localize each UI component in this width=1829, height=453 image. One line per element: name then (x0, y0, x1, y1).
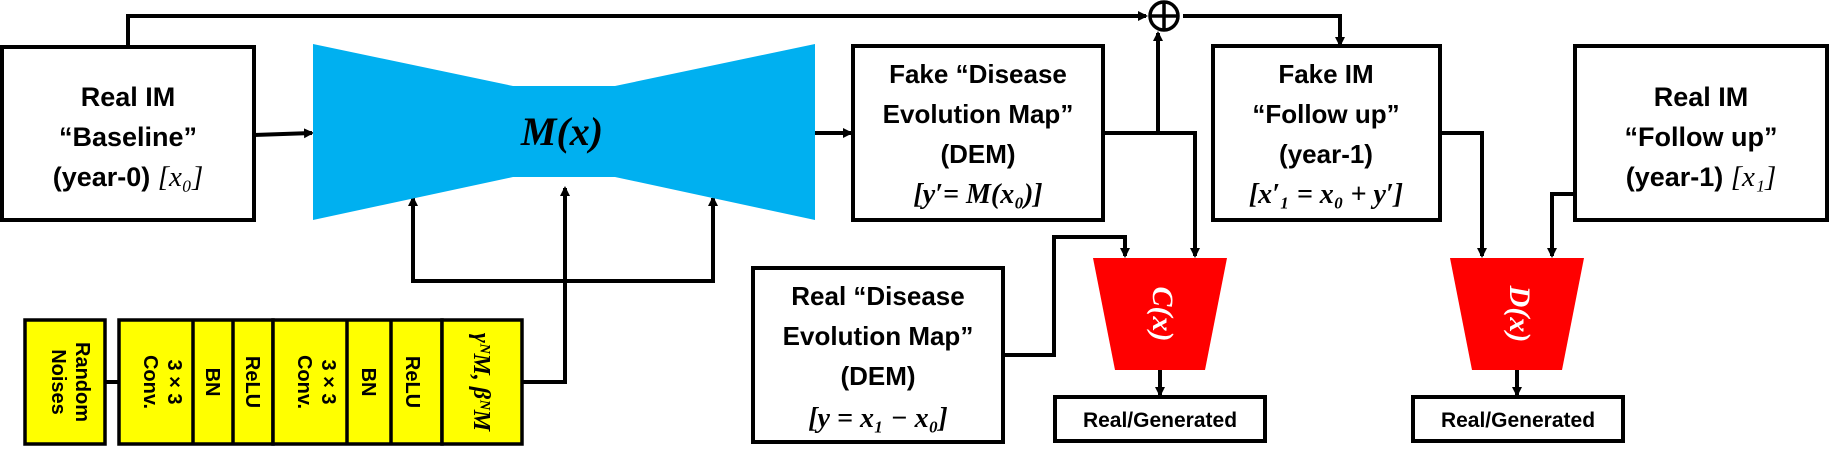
real-baseline-line2: “Baseline” (59, 122, 197, 152)
fake-dem-to-adder-wire (1103, 31, 1163, 135)
discriminator-c: C(x) (1093, 258, 1227, 370)
fake-dem-to-disc-c-wire (1158, 131, 1200, 258)
discriminator-d-label: D(x) (1503, 285, 1536, 343)
bn1-label: BN (201, 368, 223, 397)
conv2-line1: 3 × 3 (317, 359, 339, 404)
disc-c-output-box: Real/Generated (1053, 395, 1267, 443)
real-baseline-line3-math: [x₀] (158, 161, 204, 193)
fake-dem-line4: [y′= M(x₀)] (913, 179, 1042, 210)
fake-dem-box: Fake “Disease Evolution Map” (DEM) [y′= … (851, 44, 1105, 222)
fake-followup-box: Fake IM “Follow up” (year-1) [x′₁ = x₀ +… (1211, 44, 1442, 222)
conv1-line1: 3 × 3 (163, 359, 185, 404)
real-followup-line3: (year-1) [x₁] (1626, 161, 1777, 193)
generator-label: M(x) (520, 109, 603, 154)
random-noises-block: Random Noises (23, 318, 107, 446)
params-label: γᴺM, βᴺM (468, 333, 494, 433)
real-dem-line4: [y = x₁ − x₀] (808, 403, 948, 434)
params-to-generator-wire (522, 186, 570, 384)
real-followup-line1: Real IM (1654, 82, 1749, 112)
real-baseline-line1: Real IM (81, 82, 176, 112)
generator-hourglass (313, 44, 815, 220)
real-baseline-line3-text: (year-0) (53, 162, 158, 192)
fake-followup-to-disc-d-wire (1440, 131, 1487, 258)
disc-c-output-label: Real/Generated (1083, 409, 1237, 432)
adder-to-fake-followup-wire (1183, 14, 1345, 47)
relu1-label: ReLU (241, 356, 263, 408)
real-dem-line1: Real “Disease (791, 281, 964, 311)
random-noises-line2: Noises (47, 349, 69, 415)
disc-d-output-box: Real/Generated (1411, 395, 1625, 443)
real-dem-line3: (DEM) (840, 361, 915, 391)
generator-block: M(x) (313, 44, 815, 220)
fake-followup-line2: “Follow up” (1252, 99, 1399, 129)
params-to-encoder-wire (408, 196, 565, 283)
baseline-to-generator-wire (253, 128, 314, 139)
real-baseline-line3: (year-0) [x₀] (53, 161, 204, 193)
fake-dem-line1: Fake “Disease (889, 59, 1067, 89)
fake-followup-line1: Fake IM (1278, 59, 1373, 89)
discriminator-d: D(x) (1450, 258, 1584, 370)
real-followup-to-disc-d-wire (1547, 192, 1573, 258)
real-dem-box: Real “Disease Evolution Map” (DEM) [y = … (751, 266, 1005, 444)
skip-connection-wire (126, 11, 1148, 46)
real-followup-line3-math: [x₁] (1731, 161, 1777, 193)
real-followup-line2: “Follow up” (1625, 122, 1778, 152)
fake-followup-line4: [x′₁ = x₀ + y′] (1249, 179, 1403, 210)
fake-dem-line2: Evolution Map” (883, 99, 1074, 129)
random-noises-line1: Random (71, 342, 93, 422)
conv-bn-relu-block-2: 3 × 3 Conv. BN ReLU (271, 318, 444, 446)
disc-d-output-label: Real/Generated (1441, 409, 1595, 432)
conv2-line2: Conv. (293, 355, 315, 409)
real-followup-line3-text: (year-1) (1626, 162, 1731, 192)
conv-bn-relu-block-1: 3 × 3 Conv. BN ReLU (117, 318, 275, 446)
discriminator-c-shape (1093, 258, 1227, 370)
real-baseline-box: Real IM “Baseline” (year-0) [x₀] (0, 45, 256, 222)
circle-plus-icon (1148, 0, 1180, 32)
real-dem-to-disc-c-wire (1003, 235, 1130, 357)
relu2-label: ReLU (401, 356, 423, 408)
params-to-decoder-wire (565, 196, 718, 283)
real-dem-line2: Evolution Map” (783, 321, 974, 351)
real-followup-box: Real IM “Follow up” (year-1) [x₁] (1573, 44, 1829, 222)
params-block: γᴺM, βᴺM (440, 318, 524, 446)
discriminator-d-shape (1450, 258, 1584, 370)
noise-chain: Random Noises 3 × 3 Conv. BN ReLU 3 × 3 … (23, 318, 524, 446)
fake-followup-line3: (year-1) (1279, 139, 1373, 169)
discriminator-c-label: C(x) (1146, 287, 1179, 342)
conv1-line2: Conv. (139, 355, 161, 409)
bn2-label: BN (357, 368, 379, 397)
fake-dem-line3: (DEM) (940, 139, 1015, 169)
